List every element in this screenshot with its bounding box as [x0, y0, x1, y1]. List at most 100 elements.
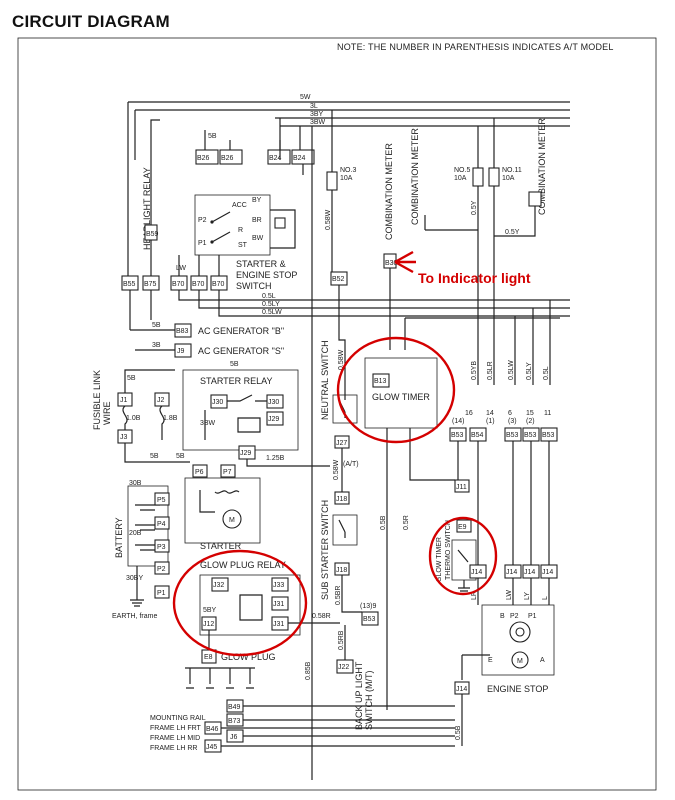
svg-text:0.5LW: 0.5LW [262, 309, 282, 316]
svg-text:GLOW PLUG RELAY: GLOW PLUG RELAY [200, 560, 286, 570]
svg-text:M: M [517, 658, 523, 665]
svg-text:5B: 5B [208, 133, 217, 140]
svg-text:16: 16 [465, 410, 473, 417]
svg-text:0.5LR: 0.5LR [487, 361, 494, 380]
svg-text:J12: J12 [203, 621, 214, 628]
svg-text:P4: P4 [157, 521, 166, 528]
svg-text:J33: J33 [273, 582, 284, 589]
svg-text:LY: LY [524, 592, 531, 600]
headlight-relay: HEADLIGHT RELAY B59 [142, 119, 160, 250]
svg-text:SUB STARTER SWITCH: SUB STARTER SWITCH [320, 500, 330, 600]
connector-row-b: B55 B75 B70 B70 B70 LW 0.5L 0.5LY 0.5LW [121, 240, 570, 330]
svg-text:5B: 5B [230, 361, 239, 368]
svg-text:0.58R: 0.58R [312, 613, 331, 620]
svg-text:STARTER: STARTER [200, 541, 242, 551]
svg-text:0.5B: 0.5B [380, 515, 387, 530]
svg-text:E: E [488, 657, 493, 664]
svg-text:B75: B75 [144, 281, 157, 288]
svg-text:LW: LW [176, 265, 186, 272]
svg-text:J14: J14 [524, 569, 535, 576]
svg-text:NO.5: NO.5 [454, 167, 470, 174]
svg-text:A: A [540, 657, 545, 664]
svg-text:0.58W: 0.58W [338, 349, 345, 370]
svg-text:0.5LY: 0.5LY [262, 301, 280, 308]
svg-text:P1: P1 [528, 613, 537, 620]
svg-text:30B: 30B [129, 480, 142, 487]
svg-text:LR: LR [471, 591, 478, 600]
svg-text:0.5Y: 0.5Y [471, 200, 478, 215]
svg-text:BY: BY [252, 197, 262, 204]
red-annotations: To Indicator light [172, 250, 531, 657]
svg-text:ENGINE STOP: ENGINE STOP [236, 270, 297, 280]
svg-text:J6: J6 [230, 734, 238, 741]
svg-text:(1): (1) [486, 418, 495, 425]
svg-text:J31: J31 [273, 601, 284, 608]
svg-text:THERMO SWITCH: THERMO SWITCH [445, 520, 452, 580]
svg-text:B70: B70 [192, 281, 205, 288]
diagram-note: NOTE: THE NUMBER IN PARENTHESIS INDICATE… [337, 42, 614, 52]
wire-label-5w: 5W [300, 94, 311, 101]
svg-text:10A: 10A [502, 175, 515, 182]
svg-text:BW: BW [252, 235, 264, 242]
svg-text:B53: B53 [363, 616, 376, 623]
svg-text:B46: B46 [206, 726, 219, 733]
svg-text:J1: J1 [120, 397, 128, 404]
svg-text:B26: B26 [221, 155, 234, 162]
svg-text:0.5LY: 0.5LY [526, 362, 533, 380]
svg-text:5B: 5B [127, 375, 136, 382]
svg-text:0.5RB: 0.5RB [338, 630, 345, 650]
thermo-switch: GLOW TIMER THERMO SWITCH E9 [436, 519, 477, 595]
starter-motor: P6 P7 5B M STARTER [176, 453, 261, 551]
svg-text:NO.11: NO.11 [502, 167, 522, 174]
svg-text:0.5L: 0.5L [262, 293, 276, 300]
svg-text:P2: P2 [157, 566, 166, 573]
svg-text:GLOW PLUG: GLOW PLUG [221, 652, 276, 662]
svg-text:5B: 5B [176, 453, 185, 460]
svg-text:3BW: 3BW [200, 420, 216, 427]
svg-text:NO.3: NO.3 [340, 167, 356, 174]
svg-text:5B: 5B [152, 322, 161, 329]
svg-text:J45: J45 [206, 744, 217, 751]
svg-text:NEUTRAL SWITCH: NEUTRAL SWITCH [320, 340, 330, 420]
svg-text:B53: B53 [451, 432, 464, 439]
svg-text:L: L [542, 596, 549, 600]
ac-generator: 5B 3B B83 J9 AC GENERATOR "B" AC GENERAT… [130, 322, 284, 358]
svg-text:B53: B53 [506, 432, 519, 439]
wire-label-3bw: 3BW [310, 119, 326, 126]
glow-plug-relay-highlight [172, 549, 308, 657]
svg-text:0.5YB: 0.5YB [471, 361, 478, 380]
glow-plug-relay: GLOW PLUG RELAY J32 J33 J31 J31 J12 5BY … [199, 560, 340, 636]
svg-text:P1: P1 [198, 240, 207, 247]
svg-text:0.5B: 0.5B [455, 725, 462, 740]
svg-text:P7: P7 [223, 469, 232, 476]
svg-text:MOUNTING RAIL: MOUNTING RAIL [150, 715, 206, 722]
svg-text:GLOW TIMER: GLOW TIMER [436, 537, 443, 582]
svg-text:J9: J9 [177, 348, 185, 355]
svg-text:P5: P5 [157, 497, 166, 504]
svg-text:R: R [238, 227, 243, 234]
svg-text:J18: J18 [336, 567, 347, 574]
svg-text:J14: J14 [506, 569, 517, 576]
diagram-frame [17, 37, 657, 791]
center-column: NO.3 10A 0.58W B52 0.58W NEUTRAL SWITCH … [305, 110, 379, 780]
svg-text:B59: B59 [146, 231, 159, 238]
svg-text:B52: B52 [332, 276, 345, 283]
thermo-switch-highlight [428, 516, 498, 596]
svg-text:FRAME LH FRT: FRAME LH FRT [150, 725, 202, 732]
svg-text:J31: J31 [273, 621, 284, 628]
svg-text:B: B [500, 613, 505, 620]
svg-text:(2): (2) [526, 418, 535, 425]
svg-text:B13: B13 [374, 378, 387, 385]
svg-text:15: 15 [526, 410, 534, 417]
svg-text:5B: 5B [150, 453, 159, 460]
wire-label-3by: 3BY [310, 111, 324, 118]
svg-text:0.58W: 0.58W [325, 209, 332, 230]
svg-text:0.5L: 0.5L [543, 366, 550, 380]
svg-text:LW: LW [506, 590, 513, 600]
svg-text:0.5R: 0.5R [403, 515, 410, 530]
svg-text:STARTER RELAY: STARTER RELAY [200, 376, 273, 386]
svg-text:ACC: ACC [232, 202, 247, 209]
svg-text:J29: J29 [268, 416, 279, 423]
svg-text:J29: J29 [240, 450, 251, 457]
svg-text:0.5BR: 0.5BR [335, 586, 342, 605]
